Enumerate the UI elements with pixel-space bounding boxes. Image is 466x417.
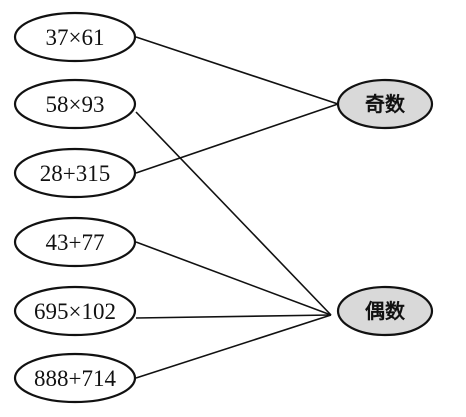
connection-line bbox=[135, 36, 339, 105]
expression-label: 37×61 bbox=[46, 25, 105, 50]
expression-node: 28+315 bbox=[13, 147, 137, 199]
expression-node: 695×102 bbox=[13, 285, 137, 337]
expression-oval bbox=[13, 216, 137, 268]
connection-line bbox=[135, 314, 332, 319]
category-node: 奇数 bbox=[336, 78, 434, 130]
expression-node: 43+77 bbox=[13, 216, 137, 268]
connection-line bbox=[135, 241, 332, 316]
expression-oval bbox=[13, 11, 137, 63]
expression-label: 43+77 bbox=[46, 230, 105, 255]
expression-node: 37×61 bbox=[13, 11, 137, 63]
expression-label: 58×93 bbox=[46, 92, 105, 117]
connection-lines bbox=[135, 36, 339, 379]
category-label-odd: 奇数 bbox=[365, 92, 406, 116]
expression-oval bbox=[13, 285, 137, 337]
connection-line bbox=[135, 103, 339, 174]
expression-label: 695×102 bbox=[34, 299, 116, 324]
category-oval-odd bbox=[336, 78, 434, 130]
expression-node: 888+714 bbox=[13, 352, 137, 404]
expression-label: 28+315 bbox=[40, 161, 110, 186]
category-oval-even bbox=[336, 285, 434, 337]
category-node: 偶数 bbox=[336, 285, 434, 337]
expression-oval bbox=[13, 147, 137, 199]
expression-label: 888+714 bbox=[34, 366, 116, 391]
expression-oval bbox=[13, 352, 137, 404]
expression-oval bbox=[13, 78, 137, 130]
connection-line bbox=[135, 314, 332, 379]
category-label-even: 偶数 bbox=[365, 299, 406, 323]
connection-line bbox=[135, 111, 332, 316]
expression-node: 58×93 bbox=[13, 78, 137, 130]
